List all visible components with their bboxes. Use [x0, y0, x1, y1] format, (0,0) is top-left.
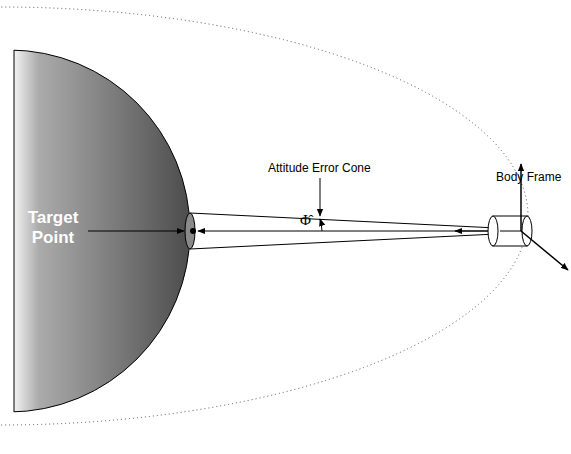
spacecraft-end [522, 216, 532, 246]
planet-edge [14, 50, 15, 412]
cone-base [185, 213, 195, 249]
spacecraft-end [488, 216, 498, 246]
planet-body [14, 50, 190, 412]
axis-arrow [521, 231, 568, 270]
axis-stub [500, 231, 521, 232]
angle-symbol: Φ̂ [300, 212, 311, 229]
callout-label: Attitude Error Cone [268, 161, 371, 175]
cone-line [190, 213, 517, 229]
target-dot [190, 228, 196, 234]
leader-line [88, 231, 184, 232]
boresight-arrow [198, 231, 505, 232]
region-label: Target Point [20, 208, 86, 248]
cone-line [190, 233, 517, 249]
angle-arc [320, 219, 322, 231]
dotted-boundary [0, 7, 528, 425]
leader-line [320, 178, 321, 216]
frame-label: Body Frame [496, 170, 561, 184]
